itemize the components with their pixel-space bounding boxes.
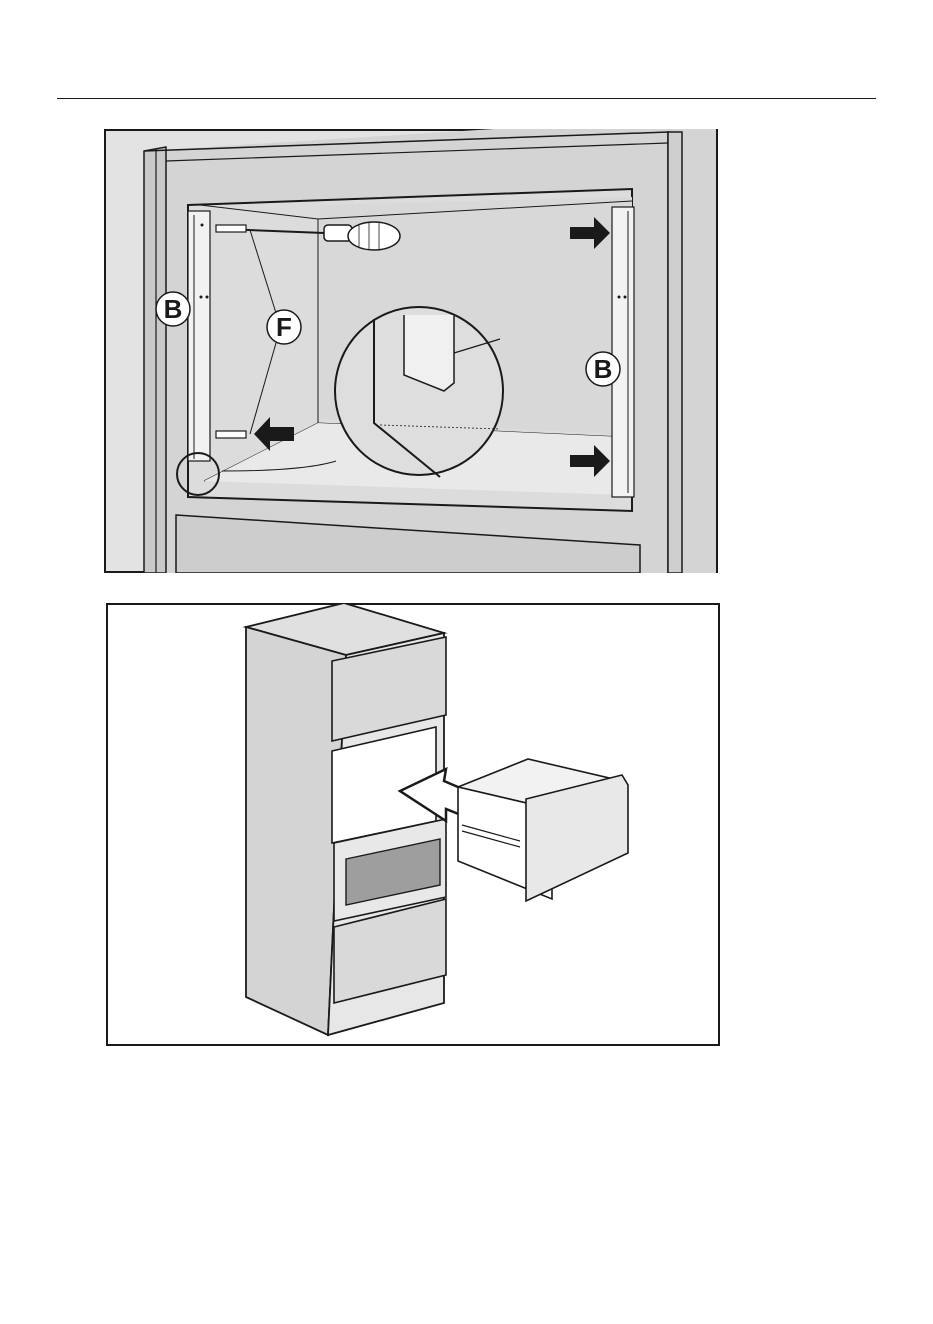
- label-b-right-text: B: [594, 354, 613, 384]
- label-f: F: [267, 310, 301, 344]
- label-b-left: B: [156, 292, 190, 326]
- installation-figure-side-strips: B F B: [104, 129, 718, 573]
- label-b-right: B: [586, 352, 620, 386]
- header-rule: [57, 98, 876, 99]
- side-strip-left: [188, 211, 210, 461]
- side-strip-right: [612, 207, 634, 497]
- label-b-left-text: B: [164, 294, 183, 324]
- label-f-text: F: [276, 312, 292, 342]
- installation-figure-insert-drawer: [106, 603, 720, 1046]
